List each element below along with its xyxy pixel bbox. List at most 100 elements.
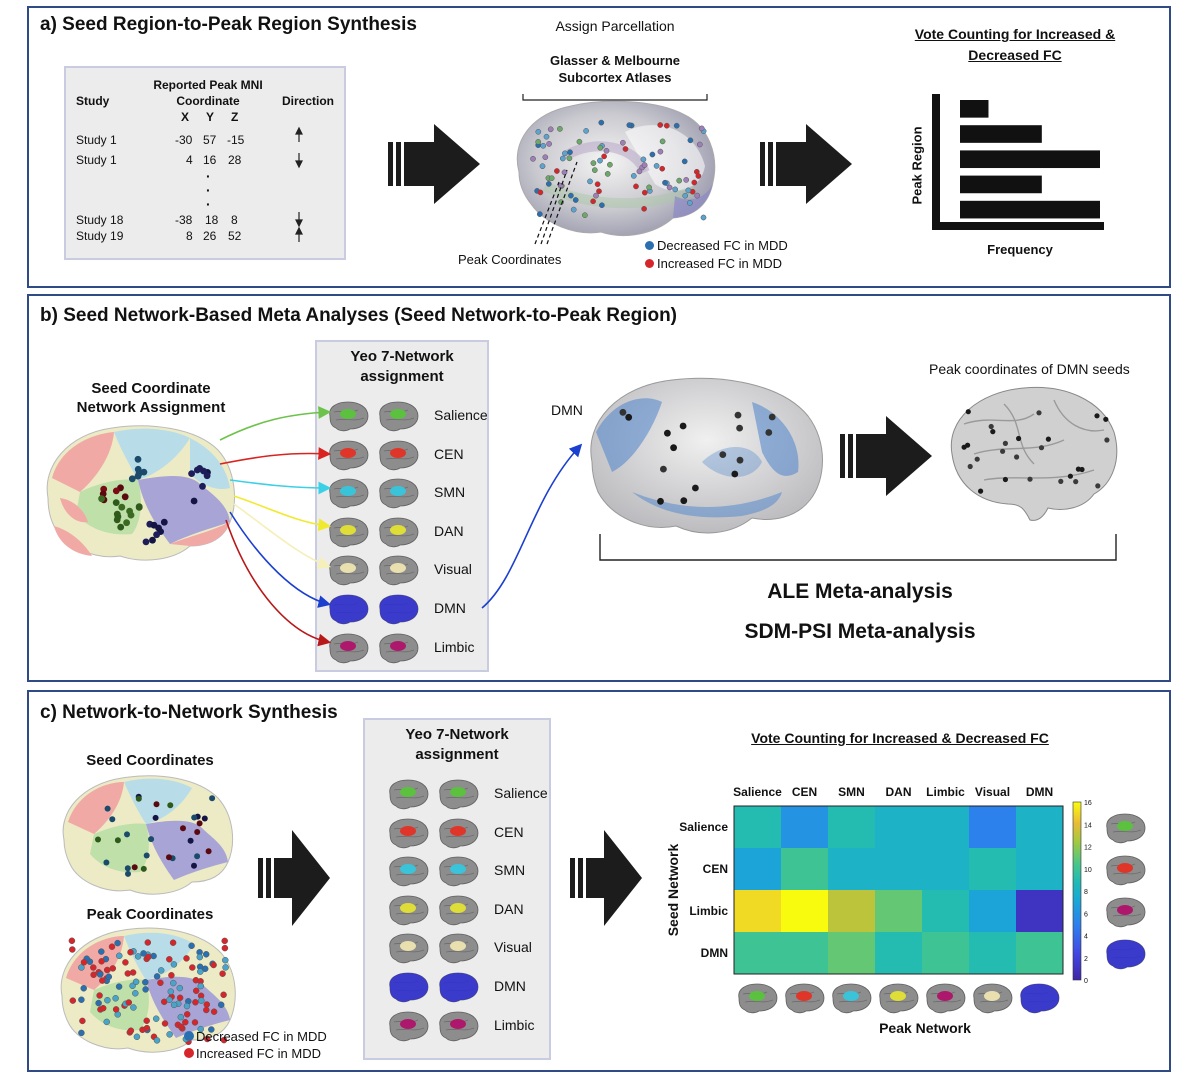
heatmap-row-label: DMN xyxy=(701,946,728,960)
coordinate-dot xyxy=(1045,436,1051,442)
coordinate-dot xyxy=(603,147,610,154)
coordinate-dot xyxy=(176,984,184,992)
coordinate-dot xyxy=(194,853,201,860)
mini-brain-icon xyxy=(1020,983,1060,1014)
legend-increased-a: Increased FC in MDD xyxy=(657,256,782,271)
coordinate-dot xyxy=(222,956,229,964)
coordinate-dot xyxy=(974,456,980,462)
coordinate-dot xyxy=(115,983,123,990)
mini-brain-icon xyxy=(1106,897,1146,928)
mini-brain-icon xyxy=(329,478,369,509)
heatmap-cell xyxy=(1016,890,1064,933)
colorbar-tick: 6 xyxy=(1084,911,1088,918)
c-network-label-smn: SMN xyxy=(494,862,526,879)
coordinate-dot xyxy=(630,173,637,179)
coordinate-dot xyxy=(559,155,566,162)
coordinate-dot xyxy=(719,451,727,458)
row3-study: Study 18 xyxy=(76,213,124,227)
mini-brain-icon xyxy=(379,401,419,432)
coordinate-dot xyxy=(594,181,601,188)
increased-dot-icon xyxy=(645,259,654,268)
legend-decreased-a: Decreased FC in MDD xyxy=(657,238,788,253)
heatmap-cell xyxy=(734,890,782,933)
heatmap-cell xyxy=(781,806,829,849)
colorbar-tick: 4 xyxy=(1084,934,1088,941)
coordinate-dot xyxy=(659,165,666,172)
coordinate-dot xyxy=(202,951,210,958)
coordinate-dot xyxy=(205,848,212,855)
mini-brain-icon xyxy=(439,818,479,848)
coordinate-dot xyxy=(133,1033,141,1041)
coordinate-dot xyxy=(150,521,158,529)
coordinate-dot xyxy=(633,183,639,190)
coordinate-dot xyxy=(990,429,996,435)
coordinate-dot xyxy=(129,969,137,976)
seed-assign-2: Network Assignment xyxy=(76,399,226,416)
mini-brain-icon xyxy=(439,933,479,964)
coordinate-dot xyxy=(203,1006,210,1014)
mini-brain-icon xyxy=(439,1011,479,1041)
coordinate-dot xyxy=(548,175,555,182)
bar-chart-a xyxy=(932,94,1104,230)
dmn-label: DMN xyxy=(551,402,583,418)
coordinate-dot xyxy=(1002,476,1008,483)
coordinate-dot xyxy=(598,119,605,126)
assign-parcellation-title: Assign Parcellation xyxy=(555,18,675,34)
coordinate-dot xyxy=(657,122,664,128)
network-brain-pair-visual xyxy=(389,933,479,964)
network-brain-pair-smn xyxy=(389,856,479,887)
flow-arrow-icon xyxy=(760,124,852,204)
flow-arrow-icon xyxy=(258,830,330,926)
coordinate-dot xyxy=(190,497,198,505)
mini-brain-icon xyxy=(329,594,369,625)
coordinate-dot xyxy=(201,965,209,973)
coordinate-dot xyxy=(1103,416,1109,422)
coordinate-dot xyxy=(112,487,120,495)
axis-x: X xyxy=(181,110,190,124)
mini-brain-icon xyxy=(389,779,429,810)
coordinate-dot xyxy=(626,122,633,128)
coordinate-dot xyxy=(554,168,560,174)
coordinate-dot xyxy=(192,987,200,995)
heatmap-row-label: Salience xyxy=(679,820,728,834)
coordinate-dot xyxy=(567,149,573,156)
brain-yeo-seed-image xyxy=(46,425,235,561)
coordinate-dot xyxy=(144,939,152,946)
heatmap-col-label: CEN xyxy=(792,785,817,799)
atlas-label-1: Glasser & Melbourne xyxy=(549,53,681,68)
peak-dmn-brain-image xyxy=(950,386,1118,521)
heatmap-cell xyxy=(875,932,923,975)
c-network-label-limbic: Limbic xyxy=(494,1016,535,1033)
coordinate-dot xyxy=(768,413,776,421)
coordinate-dot xyxy=(132,978,140,986)
coordinate-dot xyxy=(135,504,143,511)
coordinate-dot xyxy=(1038,445,1045,451)
coordinate-dot xyxy=(566,155,573,162)
coordinate-dot xyxy=(540,142,547,149)
ellipsis-1: · xyxy=(206,168,211,184)
row2-y: 16 xyxy=(203,153,217,167)
coordinate-dot xyxy=(188,942,195,950)
direction-arrows xyxy=(295,126,303,242)
coordinate-dot xyxy=(183,955,190,962)
sdm-label: SDM-PSI Meta-analysis xyxy=(744,620,976,643)
table-header-study: Study xyxy=(76,94,110,108)
arrow-up-icon xyxy=(295,226,303,242)
coordinate-dot xyxy=(196,953,204,961)
row1-y: 57 xyxy=(203,133,217,147)
coordinate-dot xyxy=(149,536,156,544)
row4-z: 52 xyxy=(228,229,242,243)
coordinate-dot xyxy=(105,973,113,981)
row4-study: Study 19 xyxy=(76,229,124,243)
coordinate-dot xyxy=(596,188,602,195)
coordinate-dot xyxy=(203,472,211,480)
coordinate-dot xyxy=(1094,413,1100,419)
coordinate-dot xyxy=(542,154,549,161)
coordinate-dot xyxy=(109,816,116,823)
coordinate-dot xyxy=(988,423,994,430)
coordinate-dot xyxy=(104,996,111,1004)
heatmap-cell xyxy=(875,806,923,849)
coordinate-dot xyxy=(535,128,542,135)
coordinate-dot xyxy=(210,1008,218,1015)
coordinate-dot xyxy=(140,950,147,957)
